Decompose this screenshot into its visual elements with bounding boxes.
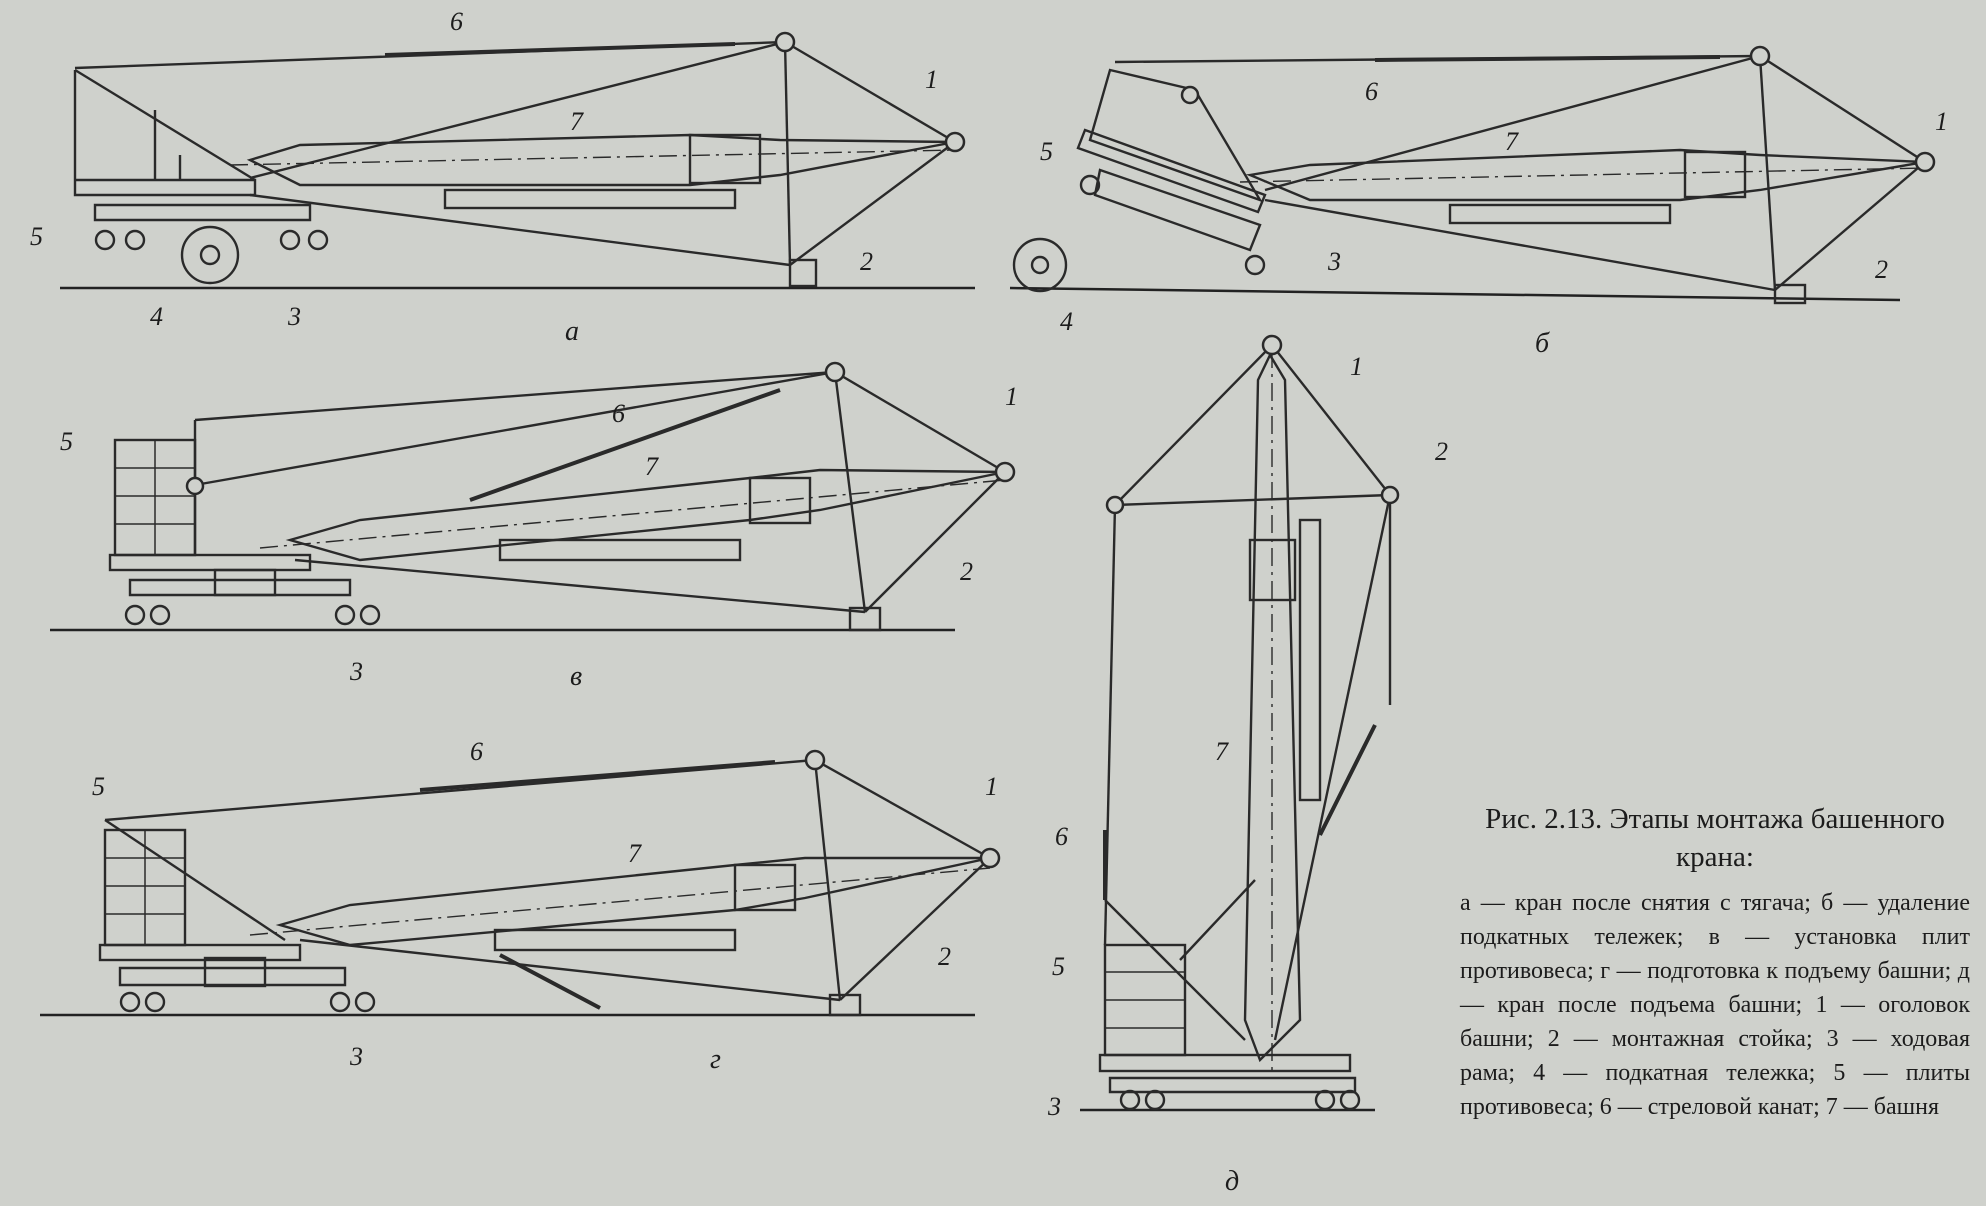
label-7: 7	[1215, 737, 1229, 766]
label-6: 6	[450, 7, 463, 36]
panel-letter: г	[710, 1044, 721, 1075]
label-5: 5	[1052, 952, 1065, 981]
caption-title: Рис. 2.13. Этапы монтажа башенного крана…	[1485, 803, 1945, 873]
running-frame	[128, 578, 352, 597]
label-2: 2	[1875, 255, 1888, 284]
panel-letter: а	[565, 316, 579, 347]
label-2: 2	[860, 247, 873, 276]
panel-letter: д	[1225, 1166, 1239, 1197]
panel-b: 6 1 7 5 2 3 4 б	[1009, 45, 1948, 359]
trailer-wheel	[180, 225, 240, 285]
label-7: 7	[628, 839, 642, 868]
label-1: 1	[1350, 352, 1363, 381]
label-1: 1	[985, 772, 998, 801]
label-4: 4	[1060, 307, 1073, 336]
tower-body	[246, 133, 956, 187]
label-6: 6	[1365, 77, 1378, 106]
label-5: 5	[1040, 137, 1053, 166]
label-3: 3	[349, 1042, 363, 1071]
label-5: 5	[60, 427, 73, 456]
tower-body	[285, 468, 1006, 562]
panel-c: 6 1 7 5 2 3 в	[50, 361, 1018, 692]
running-frame	[93, 203, 312, 222]
label-5: 5	[92, 772, 105, 801]
label-7: 7	[1505, 127, 1519, 156]
label-5: 5	[30, 222, 43, 251]
label-2: 2	[938, 942, 951, 971]
label-1: 1	[1935, 107, 1948, 136]
label-2: 2	[1435, 437, 1448, 466]
label-1: 1	[925, 65, 938, 94]
label-4: 4	[150, 302, 163, 331]
label-2: 2	[960, 557, 973, 586]
running-frame	[1108, 1076, 1357, 1094]
panel-letter: в	[570, 661, 582, 692]
label-6: 6	[1055, 822, 1068, 851]
running-frame	[118, 966, 347, 987]
figure-caption: Рис. 2.13. Этапы монтажа башенного крана…	[1460, 800, 1970, 1124]
ground-line	[1009, 286, 1901, 302]
panel-a: 6 1 7 5 2 4 3 а	[30, 7, 975, 347]
label-7: 7	[645, 452, 659, 481]
label-1: 1	[1005, 382, 1018, 411]
label-3: 3	[287, 302, 301, 331]
counterweight-frame	[1088, 68, 1263, 203]
label-3: 3	[1047, 1092, 1061, 1121]
label-7: 7	[570, 107, 584, 136]
label-6: 6	[470, 737, 483, 766]
label-3: 3	[1327, 247, 1341, 276]
running-frame	[1093, 168, 1262, 252]
boom-cable	[194, 370, 836, 422]
panel-letter: б	[1535, 328, 1550, 359]
caption-text: а — кран после снятия с тягача; б — удал…	[1460, 890, 1970, 1120]
panel-d: 6 1 7 5 2 3 г	[40, 737, 1001, 1075]
label-6: 6	[612, 399, 625, 428]
trailer-wheel	[1012, 237, 1068, 293]
counterweight-frame	[73, 70, 257, 197]
panel-e: 1 2 7 6 5 3 д	[1047, 334, 1448, 1197]
tower-body	[275, 856, 991, 947]
label-3: 3	[349, 657, 363, 686]
